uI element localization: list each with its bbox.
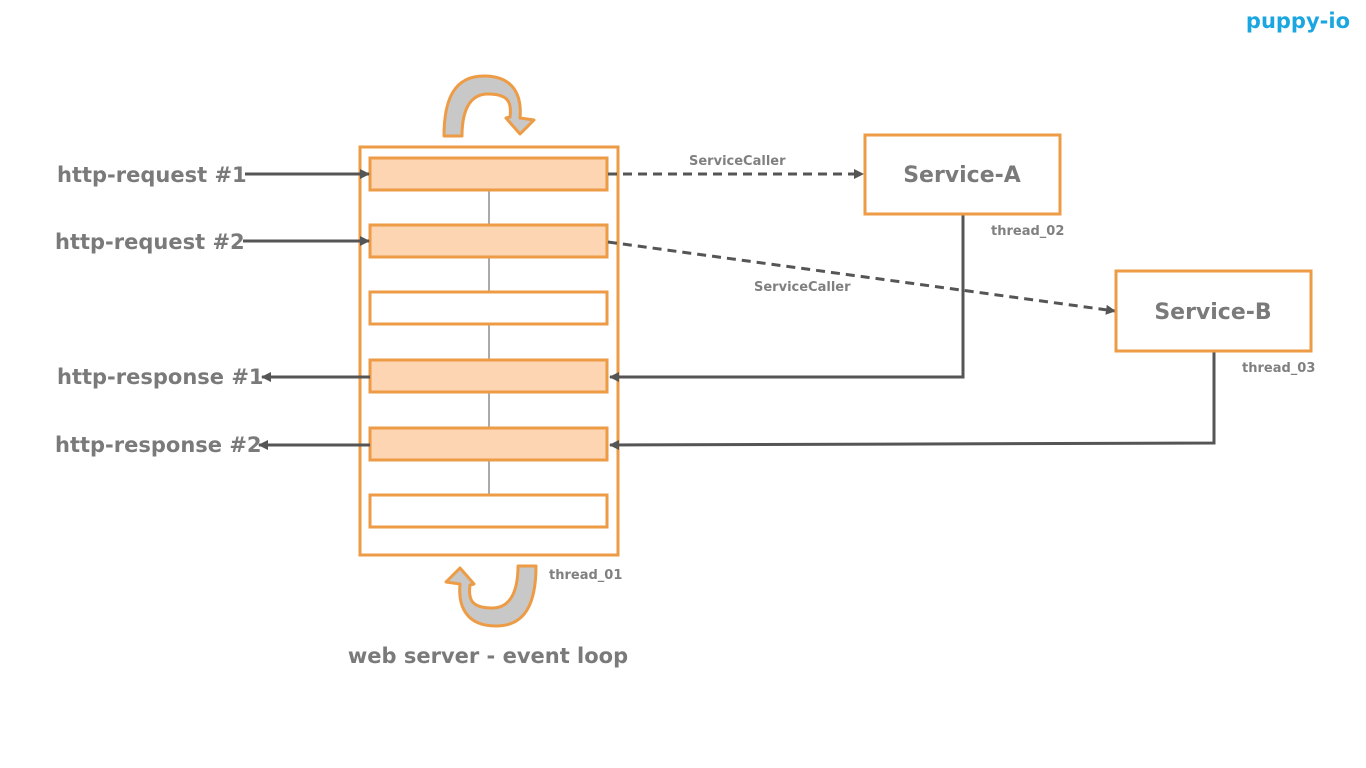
brand-logo: puppy-io <box>1245 9 1350 33</box>
event-queue-slot <box>368 156 609 192</box>
event-queue-slots <box>368 156 609 529</box>
service-b-label: Service-B <box>1154 300 1271 325</box>
service-b-thread-label: thread_03 <box>1242 361 1315 376</box>
event-queue-slot <box>368 223 609 259</box>
loop-arrow-bottom-icon <box>444 564 538 628</box>
response-1-label: http-response #1 <box>57 365 264 389</box>
response-2-label: http-response #2 <box>55 433 262 457</box>
request-2-label: http-request #2 <box>55 230 245 254</box>
event-queue-slot <box>368 493 609 529</box>
event-queue-slot <box>368 426 609 462</box>
event-queue-slot <box>368 358 609 394</box>
service-a-box <box>863 133 1062 216</box>
event-queue-slot <box>368 290 609 326</box>
service-call-b-arrow <box>607 240 1116 315</box>
service-b-box <box>1114 269 1313 353</box>
service-a-label: Service-A <box>903 163 1021 188</box>
event-loop-thread-label: thread_01 <box>549 568 622 583</box>
event-loop-caption: web server - event loop <box>348 644 628 668</box>
request-1-label: http-request #1 <box>57 163 247 187</box>
loop-arrow-top-icon <box>442 74 536 138</box>
service-b-return-arrow <box>609 351 1216 450</box>
service-a-return-arrow <box>609 214 965 382</box>
service-a-caller-label: ServiceCaller <box>689 154 786 169</box>
service-a-thread-label: thread_02 <box>991 224 1064 239</box>
service-b-caller-label: ServiceCaller <box>754 280 851 295</box>
